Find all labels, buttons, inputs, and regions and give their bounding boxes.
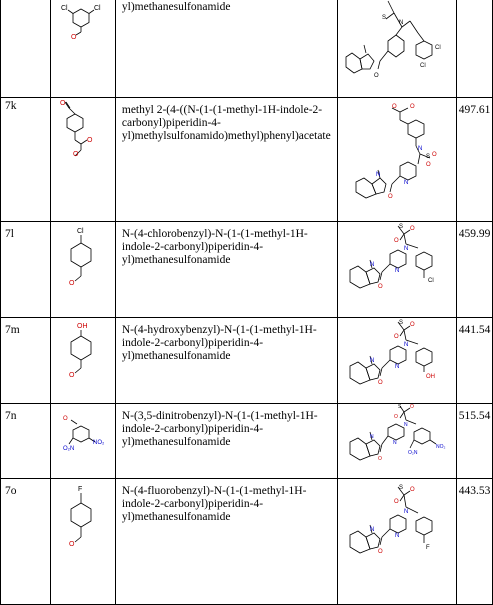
svg-text:NO₂: NO₂ [436, 444, 446, 450]
table-row: Cl Cl O yl)methanesulfonamide N S Cl [0, 0, 493, 98]
svg-text:N: N [404, 422, 408, 428]
svg-text:S: S [399, 224, 403, 230]
svg-text:O: O [69, 541, 75, 548]
svg-text:F: F [78, 486, 82, 493]
compound-name-cell: N-(4-hydroxybenzyl)-N-(1-(1-methyl-1H-in… [114, 317, 338, 404]
product-structure: N S Cl Cl O [336, 0, 457, 98]
molecular-weight-cell: 443.53 [455, 478, 493, 605]
molecular-weight-cell: 441.54 [455, 317, 493, 404]
svg-text:N: N [404, 246, 408, 252]
svg-text:Cl: Cl [77, 228, 84, 235]
compound-id-cell: 7o [0, 478, 51, 605]
svg-text:O: O [69, 372, 75, 379]
product-structure: S O O N N N O NO₂ O₂N [336, 403, 457, 479]
compound-name-cell: yl)methanesulfonamide [114, 0, 338, 98]
svg-text:NO₂: NO₂ [93, 440, 105, 446]
svg-text:N: N [370, 262, 374, 268]
svg-text:N: N [404, 509, 408, 515]
table-row: 7o F O N-(4-fluorobenzyl)-N-(1-(1-methyl… [0, 478, 493, 605]
compound-name-cell: methyl 2-(4-((N-(1-(1-methyl-1H-indole-2… [114, 97, 338, 222]
svg-text:O₂N: O₂N [408, 450, 418, 456]
svg-text:O: O [73, 151, 79, 158]
svg-text:N: N [395, 533, 399, 539]
svg-text:S: S [426, 154, 430, 160]
svg-text:S: S [398, 404, 402, 410]
compound-id-cell: 7k [0, 97, 51, 222]
svg-text:OH: OH [426, 374, 435, 380]
svg-text:Cl: Cl [420, 63, 426, 69]
svg-text:O: O [69, 280, 75, 287]
compound-id-cell: 7m [0, 317, 51, 404]
svg-text:O: O [394, 414, 398, 420]
svg-text:O: O [410, 322, 415, 328]
svg-text:O: O [410, 487, 415, 493]
product-structure: S O O N N N O F [336, 478, 457, 605]
compound-id-cell: 7n [0, 403, 51, 479]
svg-text:N: N [404, 342, 408, 348]
table-row: 7n O NO₂ O₂N N-(3,5-dinitrobenzyl)-N-(1-… [0, 403, 493, 479]
aldehyde-structure: Cl Cl O [49, 0, 116, 98]
svg-text:N: N [370, 434, 374, 440]
aldehyde-structure: F O [49, 478, 116, 605]
molecular-weight-cell: 515.54 [455, 403, 493, 479]
table-row: 7m OH O N-(4-hydroxybenzyl)-N-(1-(1-meth… [0, 317, 493, 404]
molecular-weight-cell: 497.61 [455, 97, 493, 222]
svg-text:O: O [394, 499, 399, 505]
svg-text:O: O [388, 194, 393, 200]
svg-text:O: O [374, 73, 379, 79]
molecular-weight-cell [455, 0, 493, 98]
compound-id-cell [0, 0, 51, 98]
svg-text:S: S [399, 485, 403, 491]
svg-text:N: N [404, 180, 408, 186]
svg-text:O: O [378, 456, 382, 462]
aldehyde-structure: O NO₂ O₂N [49, 403, 116, 479]
svg-text:Cl: Cl [61, 5, 68, 12]
compound-name-cell: N-(4-fluorobenzyl)-N-(1-(1-methyl-1H-ind… [114, 478, 338, 605]
svg-text:N: N [399, 20, 403, 26]
svg-text:N: N [418, 146, 422, 152]
svg-text:N: N [376, 172, 380, 178]
svg-text:O: O [410, 404, 414, 410]
svg-text:N: N [370, 358, 374, 364]
aldehyde-structure: O O O [49, 97, 116, 222]
svg-text:O: O [378, 549, 383, 555]
molecular-weight-cell: 459.99 [455, 221, 493, 318]
svg-text:N: N [370, 527, 374, 533]
svg-text:O₂N: O₂N [63, 446, 74, 452]
svg-text:O: O [392, 104, 397, 110]
svg-text:N: N [395, 364, 399, 370]
product-structure: O O N S O O N N O [336, 97, 457, 222]
svg-text:O: O [410, 226, 415, 232]
svg-text:S: S [382, 15, 386, 21]
table-row: 7k O O O methyl 2-(4-((N-(1-(1-methyl-1H… [0, 97, 493, 222]
compound-name-cell: N-(4-chlorobenzyl)-N-(1-(1-methyl-1H-ind… [114, 221, 338, 318]
aldehyde-structure: Cl O [49, 221, 116, 318]
aldehyde-structure: OH O [49, 317, 116, 404]
product-structure: S O O N N N O Cl [336, 221, 457, 318]
svg-text:O: O [394, 238, 399, 244]
svg-text:N: N [395, 268, 399, 274]
svg-text:Cl: Cl [428, 278, 434, 284]
svg-text:F: F [426, 545, 430, 551]
svg-text:O: O [87, 137, 93, 144]
product-structure: S O O N N N O OH [336, 317, 457, 404]
svg-text:O: O [60, 100, 66, 107]
svg-text:O: O [378, 380, 383, 386]
svg-text:O: O [410, 104, 415, 110]
svg-text:O: O [394, 334, 399, 340]
svg-text:Cl: Cl [435, 45, 441, 51]
svg-text:O: O [432, 152, 437, 158]
svg-text:Cl: Cl [94, 5, 101, 12]
svg-text:O: O [71, 34, 77, 41]
svg-text:S: S [399, 320, 403, 326]
table-row: 7l Cl O N-(4-chlorobenzyl)-N-(1-(1-methy… [0, 221, 493, 318]
compound-id-cell: 7l [0, 221, 51, 318]
svg-text:O: O [378, 284, 383, 290]
svg-text:N: N [393, 440, 397, 446]
compound-name-cell: N-(3,5-dinitrobenzyl)-N-(1-(1-methyl-1H-… [114, 403, 338, 479]
svg-text:O: O [426, 162, 431, 168]
svg-text:OH: OH [77, 323, 88, 330]
svg-text:O: O [63, 416, 68, 422]
